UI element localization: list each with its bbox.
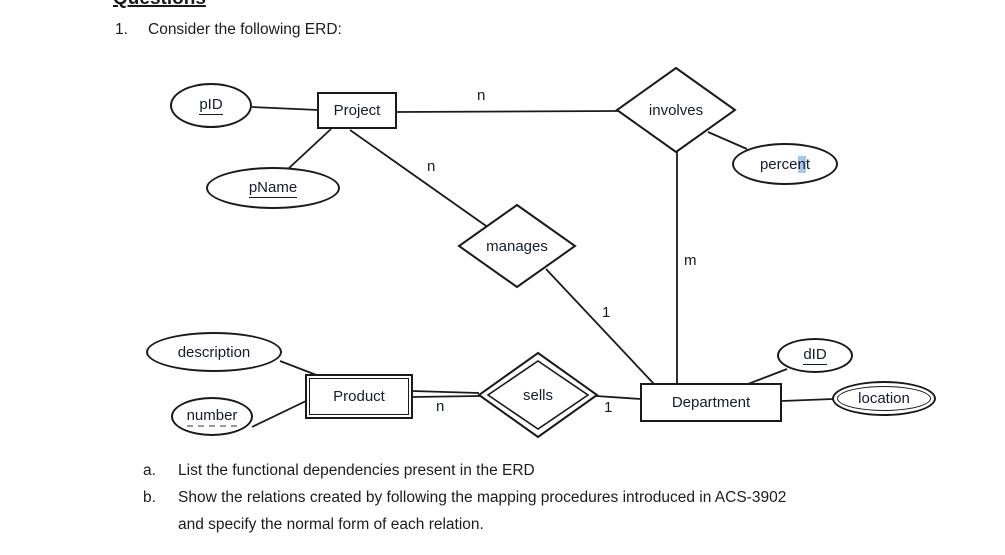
entity-department: Department [640, 383, 782, 422]
edge-product-sells-2 [411, 395, 481, 398]
edge-project-manages [349, 129, 490, 229]
relationship-sells-label: sells [522, 386, 553, 404]
attribute-pid: pID [170, 83, 252, 128]
question-number: 1. [115, 21, 128, 38]
attribute-location-label: location [858, 390, 910, 407]
subquestion-a: a. List the functional dependencies prese… [143, 462, 535, 480]
cardinality-involves-department: m [684, 252, 697, 269]
attribute-percent: percent [732, 143, 838, 185]
attribute-number: number [171, 397, 253, 436]
edge-department-location [781, 398, 834, 402]
cardinality-project-manages: n [427, 158, 436, 175]
relationship-manages-label: manages [486, 237, 548, 255]
attribute-description-label: description [177, 343, 251, 361]
attribute-pid-label: pID [199, 96, 223, 115]
cardinality-product-sells: n [436, 398, 445, 415]
attribute-did-label: dID [803, 346, 827, 365]
questions-heading: Questions [113, 0, 206, 9]
entity-product-label: Product [333, 388, 385, 405]
attribute-pname-label: pName [248, 178, 298, 198]
cardinality-manages-department: 1 [602, 304, 611, 321]
subquestion-b-text-cont: and specify the normal form of each rela… [178, 516, 484, 533]
subquestion-b-label: b. [143, 489, 156, 506]
entity-project: Project [317, 92, 397, 129]
attribute-pname: pName [206, 167, 340, 209]
cardinality-sells-department: 1 [604, 399, 613, 416]
relationship-sells-diamond-inner [486, 360, 590, 430]
entity-product-inner-border: Product [309, 378, 409, 415]
subquestion-a-text: List the functional dependencies present… [178, 462, 535, 479]
subquestion-b: b. Show the relations created by followin… [143, 489, 787, 507]
edge-involves-percent [707, 131, 748, 150]
edge-manages-department [545, 268, 655, 385]
attribute-location-inner-border: location [837, 386, 931, 411]
relationship-manages-diamond [457, 203, 577, 289]
percent-selection-highlight: n [797, 155, 806, 173]
edge-pid-project [251, 106, 319, 111]
entity-product: Product [305, 374, 413, 419]
question-line: 1. Consider the following ERD: [115, 21, 342, 39]
attribute-percent-label: percent [759, 155, 811, 173]
edge-did-department [747, 368, 788, 385]
edge-number-product [251, 400, 307, 428]
entity-project-label: Project [333, 102, 381, 119]
subquestion-a-label: a. [143, 462, 156, 479]
edge-project-involves [396, 110, 619, 113]
cardinality-project-involves: n [477, 87, 486, 104]
relationship-involves-diamond [615, 66, 737, 154]
question-text: Consider the following ERD: [148, 21, 342, 38]
attribute-did: dID [777, 338, 853, 373]
edge-product-sells-1 [411, 390, 480, 394]
subquestion-b-continuation: and specify the normal form of each rela… [178, 516, 484, 534]
edge-sells-department [595, 395, 642, 400]
subquestion-b-text: Show the relations created by following … [178, 489, 787, 506]
attribute-number-label: number [186, 407, 238, 427]
attribute-location: location [832, 381, 936, 416]
edge-description-product [279, 360, 320, 377]
attribute-description: description [146, 332, 282, 372]
relationship-involves-label: involves [648, 101, 704, 119]
edge-project-pname [287, 128, 332, 170]
entity-department-label: Department [671, 394, 751, 411]
